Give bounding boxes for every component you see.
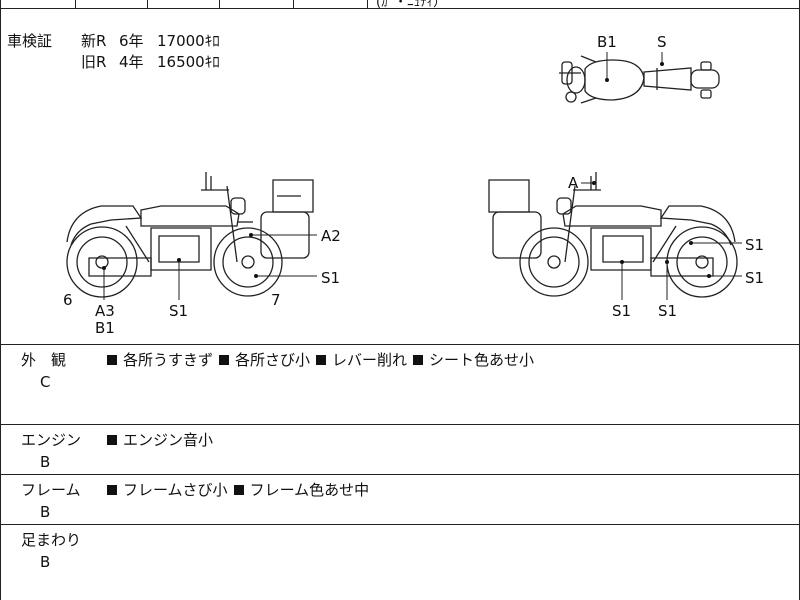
note-item: 各所さび小 — [219, 349, 310, 370]
inspection-label: 車検証 — [7, 32, 53, 50]
motorcycle-left-view-icon — [66, 172, 314, 298]
label-right-s1-lower: S1 — [745, 269, 764, 287]
inspection-kind: 旧R — [81, 53, 107, 71]
section-title: 外 観 — [21, 351, 67, 369]
note-item: 各所うすきず — [107, 349, 213, 370]
section-exterior: 外 観 C 各所うすきず 各所さび小 レバー削れ シート色あせ小 — [1, 344, 800, 424]
label-right-s1-upper: S1 — [745, 236, 764, 254]
damage-markers — [102, 62, 711, 278]
note-item: エンジン音小 — [107, 429, 213, 450]
bullet-square-icon — [219, 354, 230, 365]
section-engine: エンジン B エンジン音小 — [1, 424, 800, 474]
inspection-years: 6年 — [119, 32, 144, 50]
label-left-6: 6 — [63, 291, 73, 309]
bullet-square-icon — [107, 434, 117, 445]
note-item: シート色あせ小 — [413, 349, 534, 370]
inspection-distance: 16500ｷﾛ — [157, 53, 220, 71]
section-grade: B — [40, 453, 51, 471]
bullet-square-icon — [316, 354, 327, 365]
section-grade: C — [40, 373, 51, 391]
section-notes: エンジン音小 — [107, 429, 213, 450]
section-grade: B — [40, 503, 51, 521]
bullet-square-icon — [107, 484, 117, 495]
section-suspension: 足まわり B — [1, 524, 800, 600]
inspection-row: 車検証 新R 6年 17000ｷﾛ — [7, 31, 220, 52]
label-right-s1-bottom-b: S1 — [658, 302, 677, 320]
motorcycle-damage-diagram: B1 S A2 S1 6 7 A3 B1 S1 A S1 S1 S1 S1 — [63, 33, 764, 337]
inspection-row: 旧R 4年 16500ｷﾛ — [7, 52, 220, 73]
section-title: フレーム — [21, 481, 81, 499]
section-frame: フレーム B フレームさび小 フレーム色あせ中 — [1, 474, 800, 524]
inspection-kind: 新R — [81, 32, 107, 50]
section-grade: B — [40, 553, 51, 571]
bullet-square-icon — [233, 484, 244, 495]
section-title: 足まわり — [21, 531, 82, 549]
label-left-s1-right: S1 — [321, 269, 340, 287]
label-left-a2: A2 — [321, 227, 341, 245]
top-fragment-text: (ｶﾞ・ﾆｭﾃｨ） — [376, 0, 447, 10]
label-left-7: 7 — [271, 291, 281, 309]
label-left-a3: A3 — [95, 302, 115, 320]
note-item: フレームさび小 — [107, 479, 228, 500]
section-title: エンジン — [21, 431, 82, 449]
label-left-s1-bottom: S1 — [169, 302, 188, 320]
note-item: フレーム色あせ中 — [233, 479, 369, 500]
inspection-block: 車検証 新R 6年 17000ｷﾛ 旧R 4年 16500ｷﾛ — [7, 31, 220, 73]
top-header-strip: (ｶﾞ・ﾆｭﾃｨ） — [1, 0, 800, 10]
label-top-b1: B1 — [597, 33, 617, 51]
label-top-s: S — [657, 33, 667, 51]
label-right-s1-bottom-a: S1 — [612, 302, 631, 320]
inspection-years: 4年 — [119, 53, 144, 71]
inspection-distance: 17000ｷﾛ — [157, 32, 220, 50]
label-left-b1: B1 — [95, 319, 115, 337]
label-right-a: A — [568, 174, 579, 192]
note-item: レバー削れ — [316, 349, 407, 370]
bullet-square-icon — [107, 354, 117, 365]
section-notes: 各所うすきず 各所さび小 レバー削れ シート色あせ小 — [107, 349, 534, 370]
motorcycle-top-view-icon — [559, 55, 720, 104]
motorcycle-right-view-icon — [488, 172, 738, 298]
bullet-square-icon — [413, 354, 424, 365]
section-notes: フレームさび小 フレーム色あせ中 — [107, 479, 369, 500]
